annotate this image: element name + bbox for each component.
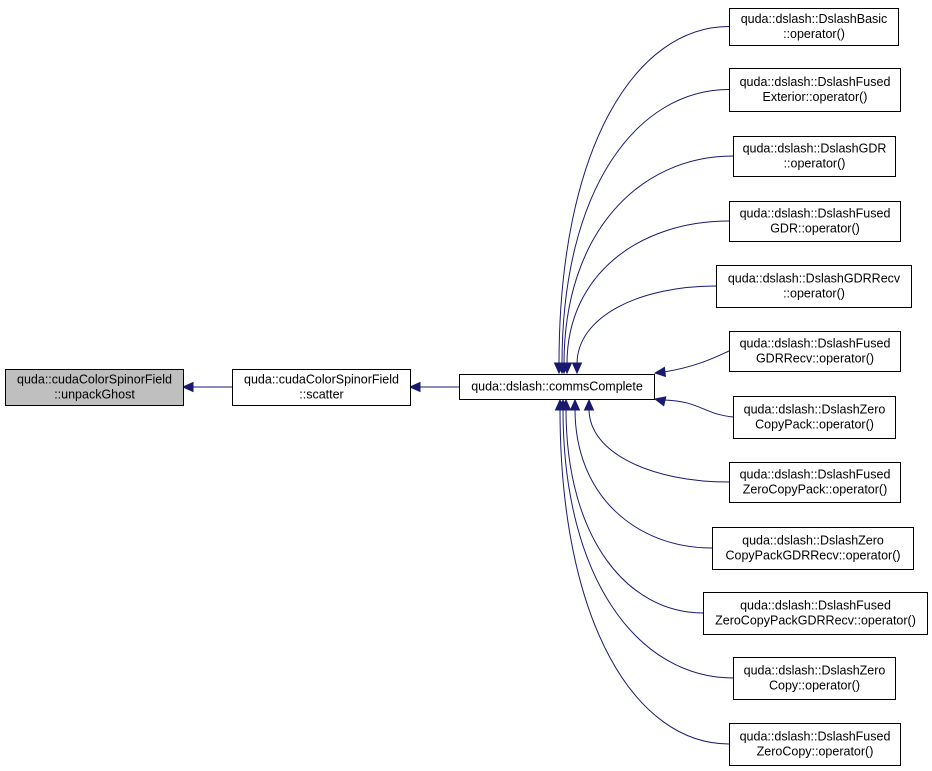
node-n9[interactable]: quda::dslash::DslashZeroCopyPackGDRRecv:… (712, 527, 914, 570)
node-label-line: ::operator() (783, 27, 845, 41)
edge-line (565, 408, 704, 614)
edge-line (663, 350, 730, 373)
node-box (5, 369, 184, 406)
node-label-line: Copy::operator() (769, 679, 860, 693)
arrow-head (561, 362, 573, 375)
arrow-head (408, 381, 421, 393)
edge-line (588, 408, 730, 483)
edge-n1-to-commsComplete (553, 26, 730, 375)
edge-n8-to-commsComplete (583, 398, 730, 483)
edge-commsComplete-to-scatter (408, 381, 459, 393)
edge-n9-to-commsComplete (569, 398, 713, 549)
node-label-line: quda::dslash::commsComplete (471, 380, 643, 394)
node-n3[interactable]: quda::dslash::DslashGDR::operator() (733, 136, 896, 177)
node-label-line: quda::cudaColorSpinorField (17, 373, 172, 387)
edge-line (559, 408, 730, 745)
node-label-line: quda::dslash::DslashBasic (741, 12, 888, 26)
node-label-line: quda::dslash::DslashFused (740, 207, 891, 221)
node-label-line: quda::dslash::DslashZero (742, 534, 884, 548)
node-label-line: GDR::operator() (770, 222, 860, 236)
edge-line (574, 408, 713, 549)
node-n6[interactable]: quda::dslash::DslashFusedGDRRecv::operat… (729, 331, 901, 372)
node-box (232, 369, 411, 406)
node-n5[interactable]: quda::dslash::DslashGDRRecv::operator() (716, 265, 912, 308)
arrow-head (583, 398, 595, 411)
node-scatter[interactable]: quda::cudaColorSpinorField::scatter (232, 369, 411, 406)
node-label-line: quda::dslash::DslashGDR (743, 142, 887, 156)
edge-line (561, 89, 730, 365)
node-label-line: ::operator() (783, 287, 845, 301)
node-box (729, 331, 901, 372)
node-label-line: ZeroCopyPackGDRRecv::operator() (715, 614, 916, 628)
node-n8[interactable]: quda::dslash::DslashFusedZeroCopyPack::o… (729, 462, 901, 503)
node-box (729, 723, 901, 766)
edge-line (663, 399, 734, 418)
arrow-head (571, 362, 583, 375)
edge-line (566, 220, 730, 365)
node-label-line: quda::dslash::DslashFused (740, 730, 891, 744)
edge-n11-to-commsComplete (557, 398, 734, 679)
edge-line (576, 285, 717, 365)
edge-line (558, 26, 730, 365)
node-n2[interactable]: quda::dslash::DslashFusedExterior::opera… (729, 68, 901, 112)
edge-n12-to-commsComplete (554, 398, 730, 745)
edge-n3-to-commsComplete (558, 155, 734, 375)
edge-n6-to-commsComplete (653, 350, 730, 378)
node-label-line: CopyPack::operator() (755, 418, 874, 432)
node-label-line: quda::dslash::DslashGDRRecv (728, 272, 901, 286)
node-box (733, 136, 896, 177)
edge-n7-to-commsComplete (653, 396, 734, 418)
node-box (459, 374, 655, 400)
node-label-line: Exterior::operator() (763, 90, 868, 104)
node-box (703, 592, 928, 635)
node-label-line: ZeroCopy::operator() (757, 745, 874, 759)
edge-scatter-to-unpackGhost (181, 381, 232, 393)
node-label-line: ZeroCopyPack::operator() (743, 483, 888, 497)
node-box (729, 8, 899, 46)
node-box (733, 396, 896, 439)
arrow-head (653, 366, 667, 378)
node-label-line: CopyPackGDRRecv::operator() (725, 549, 900, 563)
node-label-line: GDRRecv::operator() (756, 352, 874, 366)
edge-line (562, 408, 734, 679)
node-box (729, 462, 901, 503)
edges-layer (181, 26, 734, 745)
node-label-line: quda::cudaColorSpinorField (244, 373, 399, 387)
node-label-line: quda::dslash::DslashFused (740, 337, 891, 351)
node-label-line: quda::dslash::DslashFused (740, 468, 891, 482)
arrow-head (554, 398, 566, 411)
node-label-line: quda::dslash::DslashFused (740, 599, 891, 613)
arrow-head (569, 398, 581, 411)
edge-n2-to-commsComplete (556, 89, 730, 375)
edge-n5-to-commsComplete (571, 285, 717, 375)
node-n7[interactable]: quda::dslash::DslashZeroCopyPack::operat… (733, 396, 896, 439)
node-label-line: ::operator() (784, 157, 846, 171)
node-label-line: ::scatter (299, 388, 343, 402)
arrow-head (653, 396, 667, 407)
node-box (729, 68, 901, 112)
node-box (729, 201, 901, 242)
nodes-layer: quda::cudaColorSpinorField::unpackGhostq… (5, 8, 928, 766)
node-label-line: quda::dslash::DslashZero (744, 664, 886, 678)
node-n1[interactable]: quda::dslash::DslashBasic::operator() (729, 8, 899, 46)
node-label-line: quda::dslash::DslashZero (744, 403, 886, 417)
node-box (712, 527, 914, 570)
node-label-line: ::unpackGhost (54, 388, 135, 402)
node-label-line: quda::dslash::DslashFused (740, 75, 891, 89)
node-n10[interactable]: quda::dslash::DslashFusedZeroCopyPackGDR… (703, 592, 928, 635)
node-box (733, 657, 896, 700)
node-unpackGhost[interactable]: quda::cudaColorSpinorField::unpackGhost (5, 369, 184, 406)
node-commsComplete[interactable]: quda::dslash::commsComplete (459, 374, 655, 400)
edge-n4-to-commsComplete (561, 220, 730, 375)
arrow-head (181, 381, 194, 393)
node-n12[interactable]: quda::dslash::DslashFusedZeroCopy::opera… (729, 723, 901, 766)
node-box (716, 265, 912, 308)
edge-n10-to-commsComplete (560, 398, 704, 614)
edge-line (563, 155, 734, 365)
